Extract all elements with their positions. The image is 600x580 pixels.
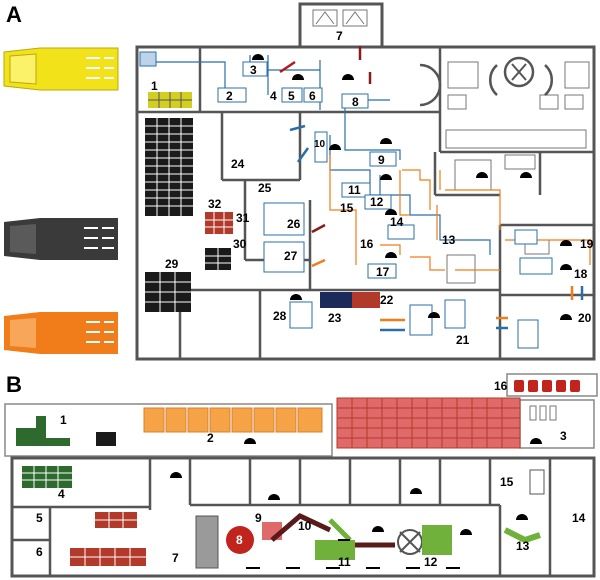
label-a-21: 21 [456, 333, 470, 347]
label-a-30: 30 [233, 237, 247, 251]
label-a-32: 32 [208, 197, 222, 211]
label-a-29: 29 [165, 257, 179, 271]
label-b-9: 9 [255, 511, 262, 525]
label-b-5: 5 [36, 511, 43, 525]
label-a-18: 18 [574, 267, 588, 281]
label-a-10: 10 [314, 139, 326, 150]
label-b-11: 11 [338, 555, 351, 569]
room-7-bay [298, 2, 384, 49]
label-b-12: 12 [424, 555, 438, 569]
label-b-7: 7 [172, 551, 179, 565]
label-a-15: 15 [340, 201, 354, 215]
label-a-20: 20 [578, 311, 592, 325]
label-a-1: 1 [151, 79, 158, 93]
label-a-12: 12 [370, 195, 384, 209]
label-b-8: 8 [236, 533, 243, 547]
truck-yellow [3, 47, 119, 91]
label-b-15: 15 [500, 475, 514, 489]
label-a-22: 22 [380, 293, 394, 307]
truck-orange [4, 312, 118, 354]
bay-window-right [342, 9, 368, 27]
label-a-23: 23 [328, 311, 342, 325]
label-a-25: 25 [258, 181, 272, 195]
label-a-6: 6 [309, 89, 316, 103]
label-b-2: 2 [207, 431, 214, 445]
truck-gray [4, 218, 118, 260]
label-a-19: 19 [580, 237, 594, 251]
label-a-3: 3 [250, 63, 257, 77]
label-b-3: 3 [560, 429, 567, 443]
label-a-31: 31 [236, 211, 250, 225]
label-a-13: 13 [442, 233, 456, 247]
label-a-9: 9 [378, 153, 385, 167]
label-b-1: 1 [60, 413, 67, 427]
label-a-11: 11 [348, 183, 361, 197]
label-b-4: 4 [58, 487, 65, 501]
label-a-17: 17 [376, 265, 390, 279]
label-b-6: 6 [36, 545, 43, 559]
label-a-27: 27 [284, 249, 298, 263]
label-a-26: 26 [287, 217, 301, 231]
label-a-8: 8 [352, 95, 359, 109]
label-a-5: 5 [288, 89, 295, 103]
label-a-28: 28 [273, 309, 287, 323]
label-b-16: 16 [494, 379, 508, 393]
panel-b-letter: B [6, 372, 22, 397]
label-a-16: 16 [360, 237, 374, 251]
bay-window-left [312, 9, 338, 27]
label-a-4: 4 [270, 89, 277, 103]
label-b-13: 13 [516, 539, 530, 553]
label-a-14: 14 [390, 215, 404, 229]
label-a-24: 24 [231, 157, 245, 171]
label-b-10: 10 [298, 519, 312, 533]
label-a-2: 2 [226, 89, 233, 103]
panel-a-letter: A [6, 2, 22, 27]
label-b-14: 14 [572, 511, 586, 525]
label-a-7: 7 [336, 29, 343, 43]
